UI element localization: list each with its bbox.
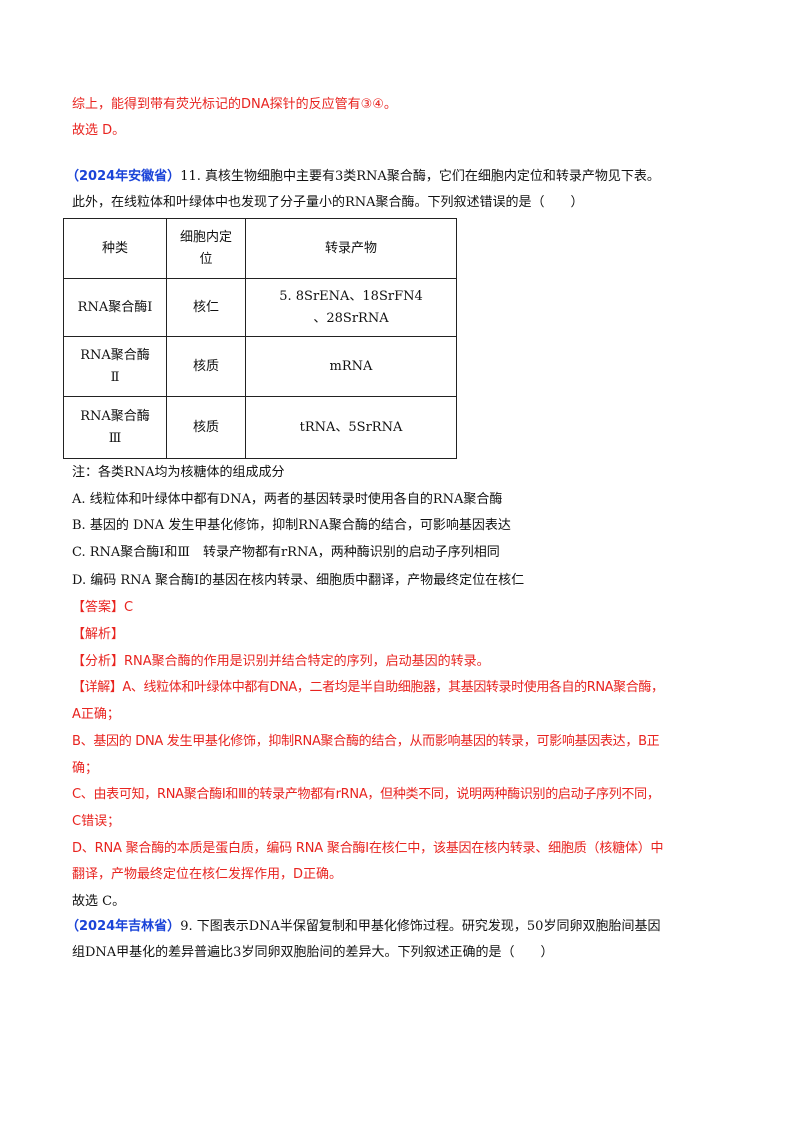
option-c: C. RNA聚合酶Ⅰ和Ⅲ 转录产物都有rRNA，两种酶识别的启动子序列相同	[72, 545, 500, 560]
rna-polymerase-table: 种类 细胞内定位 转录产物 RNA聚合酶Ⅰ 核仁 5. 8SrENA、18SrF…	[63, 218, 457, 459]
conclusion-line: 故选 D。	[72, 123, 126, 138]
table-header: 细胞内定位	[166, 218, 246, 279]
question-text: 组DNA甲基化的差异普遍比3岁同卵双胞胎间的差异大。下列叙述正确的是（ ）	[72, 945, 554, 960]
table-cell: tRNA、5SrRNA	[245, 396, 457, 459]
detail-line: A正确；	[72, 707, 120, 722]
table-cell: RNA聚合酶Ⅱ	[63, 336, 167, 397]
detail-line: B、基因的 DNA 发生甲基化修饰，抑制RNA聚合酶的结合，从而影响基因的转录，…	[72, 734, 660, 749]
question-text: 11. 真核生物细胞中主要有3类RNA聚合酶，它们在细胞内定位和转录产物见下表。	[180, 169, 660, 184]
analysis-heading: 【解析】	[72, 627, 125, 642]
detail-line: 【详解】A、线粒体和叶绿体中都有DNA，二者均是半自助细胞器，其基因转录时使用各…	[72, 680, 664, 695]
table-cell: RNA聚合酶Ⅲ	[63, 396, 167, 459]
table-header: 转录产物	[245, 218, 457, 279]
question-text: 此外，在线粒体和叶绿体中也发现了分子量小的RNA聚合酶。下列叙述错误的是（ ）	[72, 195, 584, 210]
analysis-line: 【分析】RNA聚合酶的作用是识别并结合特定的序列，启动基因的转录。	[72, 654, 490, 669]
table-cell: 5. 8SrENA、18SrFN4 、28SrRNA	[245, 278, 457, 337]
table-cell: 核质	[166, 336, 246, 397]
option-a: A. 线粒体和叶绿体中都有DNA，两者的基因转录时使用各自的RNA聚合酶	[72, 492, 503, 507]
detail-line: 翻译，产物最终定位在核仁发挥作用，D正确。	[72, 867, 343, 882]
question-tag: （2024年吉林省）	[66, 919, 181, 934]
detail-line: C错误；	[72, 814, 121, 829]
table-note: 注：各类RNA均为核糖体的组成成分	[72, 465, 285, 480]
table-cell: 核质	[166, 396, 246, 459]
detail-line: 确；	[72, 761, 99, 776]
question-tag: （2024年安徽省）	[66, 169, 181, 184]
detail-line: C、由表可知，RNA聚合酶Ⅰ和Ⅲ的转录产物都有rRNA，但种类不同，说明两种酶识…	[72, 787, 660, 802]
answer-line: 【答案】C	[72, 600, 134, 615]
conclusion-line: 故选 C。	[72, 894, 126, 909]
table-cell: 核仁	[166, 278, 246, 337]
table-cell: mRNA	[245, 336, 457, 397]
option-b: B. 基因的 DNA 发生甲基化修饰，抑制RNA聚合酶的结合，可影响基因表达	[72, 518, 511, 533]
summary-line: 综上，能得到带有荧光标记的DNA探针的反应管有③④。	[72, 97, 397, 112]
option-d: D. 编码 RNA 聚合酶Ⅰ的基因在核内转录、细胞质中翻译，产物最终定位在核仁	[72, 573, 525, 588]
table-header: 种类	[63, 218, 167, 279]
detail-line: D、RNA 聚合酶的本质是蛋白质，编码 RNA 聚合酶Ⅰ在核仁中，该基因在核内转…	[72, 841, 664, 856]
table-cell: RNA聚合酶Ⅰ	[63, 278, 167, 337]
question-text: 9. 下图表示DNA半保留复制和甲基化修饰过程。研究发现，50岁同卵双胞胎间基因	[180, 919, 661, 934]
